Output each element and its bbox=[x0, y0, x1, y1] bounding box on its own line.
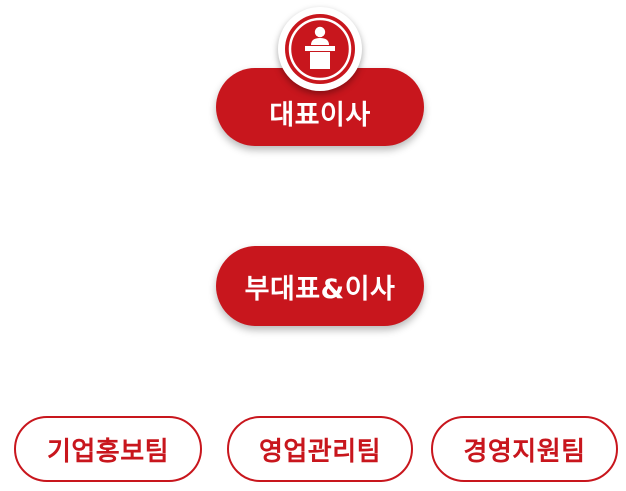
podium-speaker-icon bbox=[285, 14, 355, 84]
team-node-management: 경영지원팀 bbox=[431, 416, 618, 482]
team-node-sales: 영업관리팀 bbox=[227, 416, 413, 482]
team-label: 기업홍보팀 bbox=[46, 436, 170, 467]
team-label: 경영지원팀 bbox=[463, 436, 586, 467]
ceo-badge bbox=[278, 7, 362, 91]
vice-ceo-node: 부대표&이사 bbox=[216, 246, 424, 326]
team-node-pr: 기업홍보팀 bbox=[14, 416, 202, 482]
ceo-label: 대표이사 bbox=[269, 99, 371, 131]
team-label: 영업관리팀 bbox=[258, 436, 382, 467]
vice-ceo-label: 부대표&이사 bbox=[244, 273, 396, 305]
